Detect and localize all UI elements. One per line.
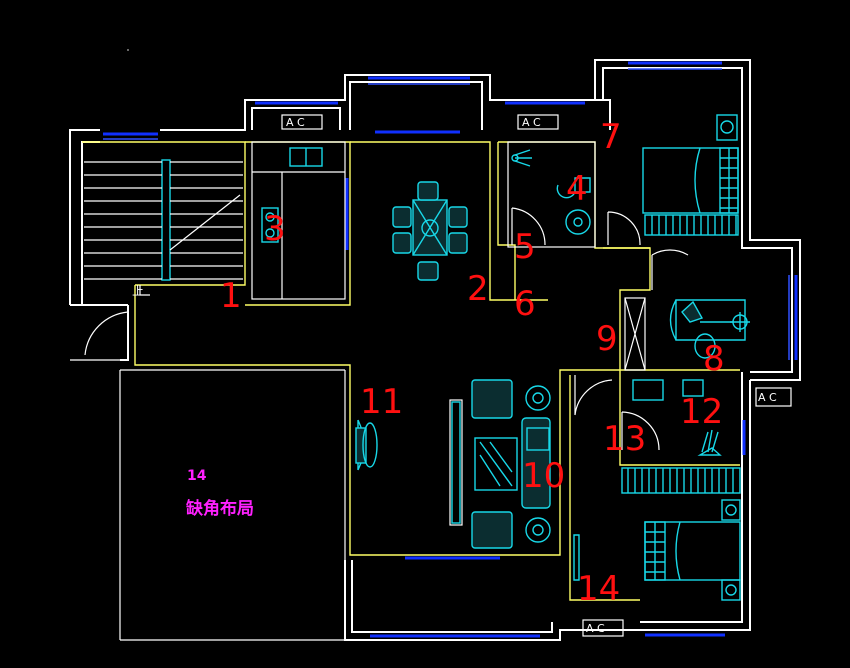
missing-corner-label: 14 缺角布局	[186, 468, 254, 519]
room-number-3: 3	[264, 209, 286, 249]
missing-corner-caption: 缺角布局	[186, 498, 254, 519]
exterior-walls	[69, 59, 801, 641]
staircase: 上	[84, 159, 243, 298]
ac-unit-kitchen	[281, 114, 323, 130]
room-number-5: 5	[514, 227, 536, 267]
study: A C	[624, 249, 792, 407]
coffee-table	[474, 437, 518, 491]
bathroom: A C	[507, 114, 596, 248]
room-number-14: 14	[577, 569, 620, 609]
nightstand-icon	[716, 114, 738, 141]
room-number-4: 4	[566, 169, 588, 209]
room-number-11: 11	[360, 382, 403, 422]
svg-text:A C: A C	[758, 391, 777, 404]
svg-text:A C: A C	[586, 622, 605, 635]
room-number-7: 7	[600, 117, 622, 157]
room-number-9: 9	[596, 319, 618, 359]
desk-icon	[669, 299, 746, 341]
lamp-bottom	[525, 517, 551, 543]
dining-table	[392, 181, 468, 281]
nightstand-2-top	[721, 499, 741, 521]
windows	[103, 61, 798, 638]
bedroom-top	[607, 114, 739, 246]
armchair-bottom	[471, 511, 513, 549]
toilet-icon	[565, 209, 591, 235]
nightstand-2-bot	[721, 579, 741, 601]
svg-text:A C: A C	[522, 116, 541, 129]
sofa	[521, 417, 551, 509]
room-number-13: 13	[603, 419, 646, 459]
lamp-top	[525, 385, 551, 411]
chair-icon	[694, 333, 716, 359]
ac-unit-bath	[517, 114, 559, 130]
wardrobe-icon	[644, 214, 739, 236]
room-number-8: 8	[703, 339, 725, 379]
room-number-10: 10	[522, 456, 565, 496]
armchair-top	[471, 379, 513, 419]
room-number-12: 12	[680, 392, 723, 432]
bathroom-2	[574, 375, 722, 456]
room-numbers: 1 2 3 4 5 6 7 8 9 10 11 12 13 14	[220, 117, 725, 609]
room-number-1: 1	[220, 276, 242, 316]
room-number-6: 6	[514, 284, 536, 324]
wardrobe-2-icon	[621, 467, 741, 494]
ac-unit-study	[755, 387, 792, 407]
washbasin-icon	[556, 177, 591, 199]
missing-corner-number: 14	[187, 468, 207, 484]
living-room	[355, 379, 551, 549]
stair-handrail	[161, 159, 171, 281]
room-number-2: 2	[467, 269, 489, 309]
svg-text:A C: A C	[286, 116, 305, 129]
bedroom-bottom: A C	[573, 467, 741, 637]
sink-2-icon	[632, 379, 664, 401]
stove-icon	[261, 207, 279, 243]
stair-up-label: 上	[132, 284, 144, 298]
ac-unit-bedroom	[582, 619, 624, 637]
kitchen: A C	[251, 114, 346, 300]
